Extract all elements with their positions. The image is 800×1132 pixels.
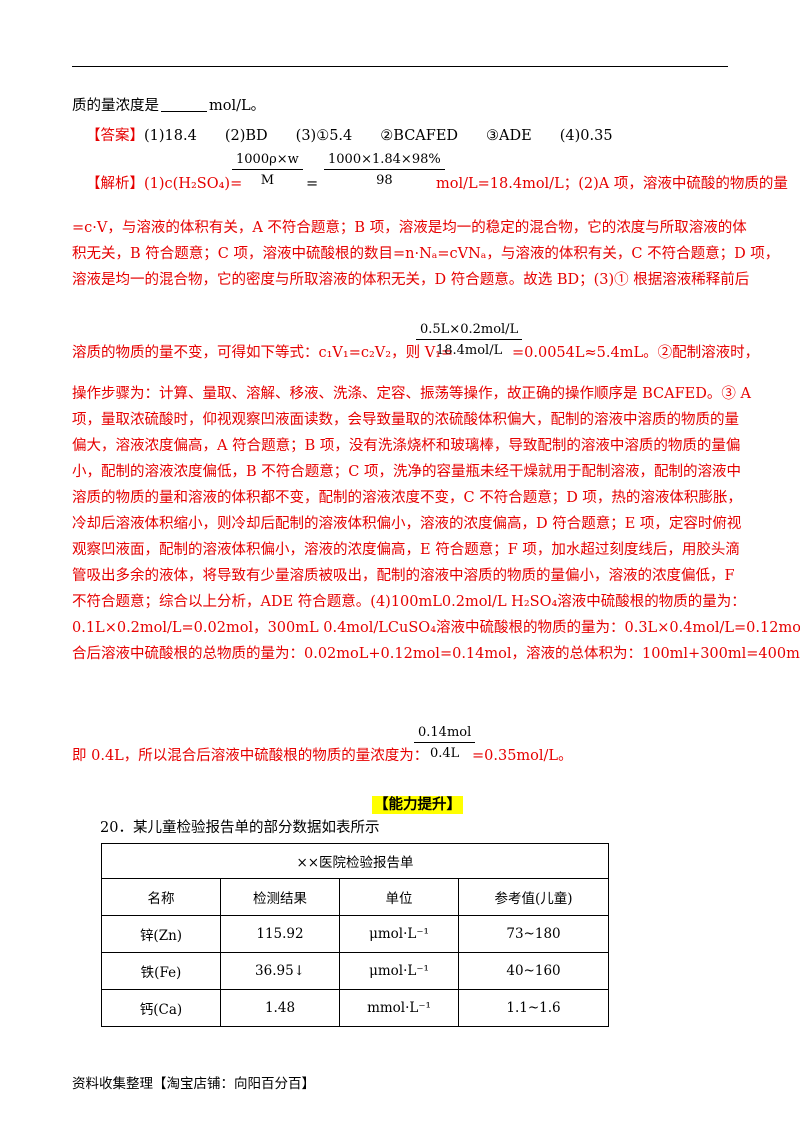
answer-part: ②BCAFED [380,128,459,144]
analysis-line: 偏大，溶液浓度偏高，A 符合题意；B 项，没有洗涤烧杯和玻璃棒，导致配制的溶液中… [72,438,741,454]
table-header-row: 名称 检测结果 单位 参考值(儿童) [101,878,609,916]
fraction-concentration: 0.14mol 0.4L [414,725,476,761]
fraction-numerator: 1000ρ×w [236,152,299,167]
table-title-row: ××医院检验报告单 [101,843,609,879]
cell-name: 铁(Fe) [101,952,221,990]
analysis-text: (1)c(H₂SO₄)= [144,176,243,192]
analysis-line-17-start: 即 0.4L，所以混合后溶液中硫酸根的物质的量浓度为： [72,748,429,764]
analysis-line: 小，配制的溶液浓度偏低，B 不符合题意；C 项，洗净的容量瓶未经干燥就用于配制溶… [72,464,741,480]
analysis-line: 溶液是均一的混合物，它的密度与所取溶液的体积无关，D 符合题意。故选 BD；(3… [72,272,750,288]
footer-text: 资料收集整理【淘宝店铺：向阳百分百】 [72,1076,315,1092]
header-rule [72,66,728,67]
fraction-denominator: 98 [376,173,393,188]
report-title: ××医院检验报告单 [101,843,609,879]
analysis-line: 管吸出多余的液体，将导致有少量溶质被吸出，配制的溶液中溶质的物质的量偏小，溶液的… [72,568,735,584]
analysis-line-5-start: 溶质的物质的量不变，可得如下等式：c₁V₁=c₂V₂，则 V₁= [72,345,454,361]
cell-result: 36.95↓ [220,952,340,990]
report-table: ××医院检验报告单 名称 检测结果 单位 参考值(儿童) 锌(Zn) 115.9… [101,843,609,1027]
cell-unit: μmol·L⁻¹ [339,952,459,990]
answer-part: (1)18.4 [144,128,197,144]
cell-reference: 1.1~1.6 [458,989,609,1027]
answer-part: ③ADE [486,128,532,144]
cell-name: 锌(Zn) [101,915,221,953]
analysis-line-17-end: =0.35mol/L。 [472,748,573,764]
answer-part: (3)①5.4 [295,128,353,144]
cell-name: 钙(Ca) [101,989,221,1027]
question-text: 20．某儿童检验报告单的部分数据如表所示 [100,820,380,836]
analysis-line: 观察凹液面，配制的溶液体积偏小，溶液的浓度偏高，E 符合题意；F 项，加水超过刻… [72,542,740,558]
cell-reference: 73~180 [458,915,609,953]
cell-reference: 40~160 [458,952,609,990]
section-title: 【能力提升】 [372,796,463,814]
answer-line: 【答案】(1)18.4 (2)BD (3)①5.4 ②BCAFED ③ADE (4)0.3… [86,126,613,146]
answer-label: 【答案】 [86,128,144,144]
cell-unit: mmol·L⁻¹ [339,989,459,1027]
question-fragment: 质的量浓度是 mol/L。 [72,96,265,116]
analysis-line: 0.1L×0.2mol/L=0.02mol，300mL 0.4mol/LCuSO… [72,620,800,636]
analysis-line: 不符合题意；综合以上分析，ADE 符合题意。(4)100mL0.2mol/L H… [72,594,746,610]
analysis-line-5-end: =0.0054L≈5.4mL。②配制溶液时， [512,345,760,361]
fraction-numerator: 0.14mol [418,725,472,740]
analysis-line: 溶质的物质的量和溶液的体积都不变，配制的溶液浓度不变，C 不符合题意；D 项，热… [72,490,742,506]
analysis-line: 合后溶液中硫酸根的总物质的量为：0.02moL+0.12mol=0.14mol，… [72,646,800,662]
analysis-label: 【解析】 [86,176,144,192]
fraction-numerator: 0.5L×0.2mol/L [420,322,519,337]
fragment-unit: mol/L。 [209,98,266,114]
cell-result: 115.92 [220,915,340,953]
fraction-dilution: 0.5L×0.2mol/L 18.4mol/L [416,322,523,358]
analysis-line: =c·V，与溶液的体积有关，A 不符合题意；B 项，溶液是均一的稳定的混合物，它… [72,220,747,236]
fraction-denominator: 18.4mol/L [435,343,503,358]
fraction-density-values: 1000×1.84×98% 98 [324,152,445,188]
header-result: 检测结果 [220,878,340,916]
header-unit: 单位 [339,878,459,916]
fraction-denominator: M [260,173,275,188]
answer-part: (2)BD [224,128,268,144]
analysis-line-1-start: 【解析】(1)c(H₂SO₄)= [86,174,242,194]
equals-sign: = [306,176,319,192]
analysis-line: 操作步骤为：计算、量取、溶解、移液、洗涤、定容、振荡等操作，故正确的操作顺序是 … [72,386,751,402]
table-row: 钙(Ca) 1.48 mmol·L⁻¹ 1.1~1.6 [101,989,609,1027]
table-row: 锌(Zn) 115.92 μmol·L⁻¹ 73~180 [101,915,609,953]
fraction-denominator: 0.4L [429,746,460,761]
analysis-line: 积无关，B 符合题意；C 项，溶液中硫酸根的数目=n·Nₐ=cVNₐ，与溶液的体… [72,246,780,262]
header-reference: 参考值(儿童) [458,878,609,916]
fraction-numerator: 1000×1.84×98% [328,152,441,167]
cell-result: 1.48 [220,989,340,1027]
analysis-line: 冷却后溶液体积缩小，则冷却后配制的溶液体积偏小，溶液的浓度偏高，D 符合题意；E… [72,516,742,532]
analysis-line-1-end: mol/L=18.4mol/L；(2)A 项，溶液中硫酸的物质的量 [436,176,788,192]
fraction-density-formula: 1000ρ×w M [232,152,303,188]
table-row: 铁(Fe) 36.95↓ μmol·L⁻¹ 40~160 [101,952,609,990]
answer-blank [161,97,207,112]
header-name: 名称 [101,878,221,916]
analysis-line: 项，量取浓硫酸时，仰视观察凹液面读数，会导致量取的浓硫酸体积偏大，配制的溶液中溶… [72,412,739,428]
fragment-text: 质的量浓度是 [72,98,159,114]
cell-unit: μmol·L⁻¹ [339,915,459,953]
answer-part: (4)0.35 [559,128,613,144]
